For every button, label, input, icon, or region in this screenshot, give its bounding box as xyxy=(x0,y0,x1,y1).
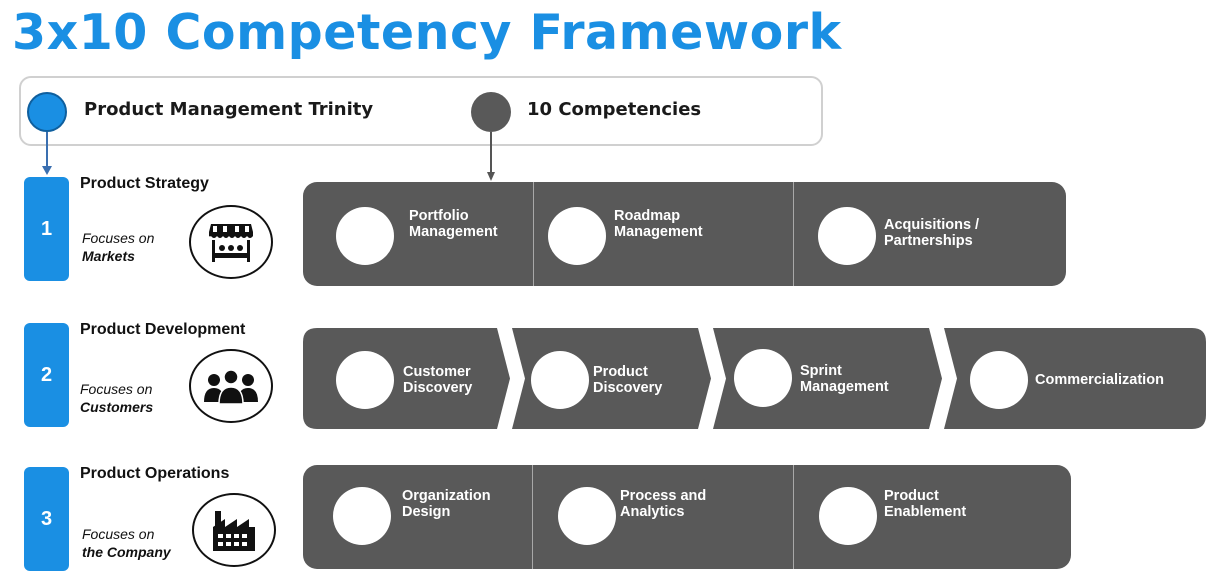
row-3-competency-panel xyxy=(303,465,1071,569)
portfolio-management-circle xyxy=(336,207,394,265)
row-1-icon-ring xyxy=(189,205,273,279)
people-icon xyxy=(204,369,258,405)
roadmap-management-circle xyxy=(548,207,606,265)
storefront-icon xyxy=(209,224,253,262)
row-2-icon-ring xyxy=(189,349,273,423)
trinity-legend-dot xyxy=(27,92,67,132)
commercialization-circle xyxy=(970,351,1028,409)
row-2-focus-target: Customers xyxy=(80,399,154,415)
sprint-management-circle xyxy=(734,349,792,407)
commercialization-label: Commercialization xyxy=(1035,372,1164,388)
organization-design-circle xyxy=(333,487,391,545)
competencies-arrowhead xyxy=(487,172,495,181)
row-2-focus: Focuses on Customers xyxy=(80,380,153,416)
competencies-legend-dot xyxy=(471,92,511,132)
customer-discovery-circle xyxy=(336,351,394,409)
page-title: 3x10 Competency Framework xyxy=(12,4,842,61)
trinity-legend-label: Product Management Trinity xyxy=(84,99,374,120)
row-2-number-bar: 2 xyxy=(24,323,69,427)
row-1-number-bar: 1 xyxy=(24,177,69,281)
product-enablement-circle xyxy=(819,487,877,545)
legend-box xyxy=(19,76,823,146)
row-3-focus-target: the Company xyxy=(82,544,171,560)
row-2-title: Product Development xyxy=(80,321,246,338)
product-discovery-circle xyxy=(531,351,589,409)
competencies-legend-label: 10 Competencies xyxy=(527,99,702,120)
acquisitions-partnerships-circle xyxy=(818,207,876,265)
row-1-title: Product Strategy xyxy=(80,175,209,192)
row-3-focus: Focuses on the Company xyxy=(82,525,171,561)
row-1-focus-target: Markets xyxy=(82,248,135,264)
row-2-focus-prefix: Focuses on xyxy=(80,381,153,397)
row-3-number-bar: 3 xyxy=(24,467,69,571)
trinity-arrowhead xyxy=(42,166,52,175)
row-1-competency-panel xyxy=(303,182,1066,286)
row-3-title: Product Operations xyxy=(80,465,230,482)
row-3-divider-1 xyxy=(532,465,533,569)
process-analytics-circle xyxy=(558,487,616,545)
row-3-focus-prefix: Focuses on xyxy=(82,526,155,542)
row-1-divider-2 xyxy=(793,182,794,286)
row-1-divider-1 xyxy=(533,182,534,286)
acquisitions-partnerships-label: Acquisitions /Partnerships xyxy=(884,217,980,249)
row-1-focus: Focuses on Markets xyxy=(82,229,154,265)
row-3-divider-2 xyxy=(793,465,794,569)
row-1-focus-prefix: Focuses on xyxy=(82,230,155,246)
row-3-icon-ring xyxy=(192,493,276,567)
factory-icon xyxy=(213,511,255,551)
